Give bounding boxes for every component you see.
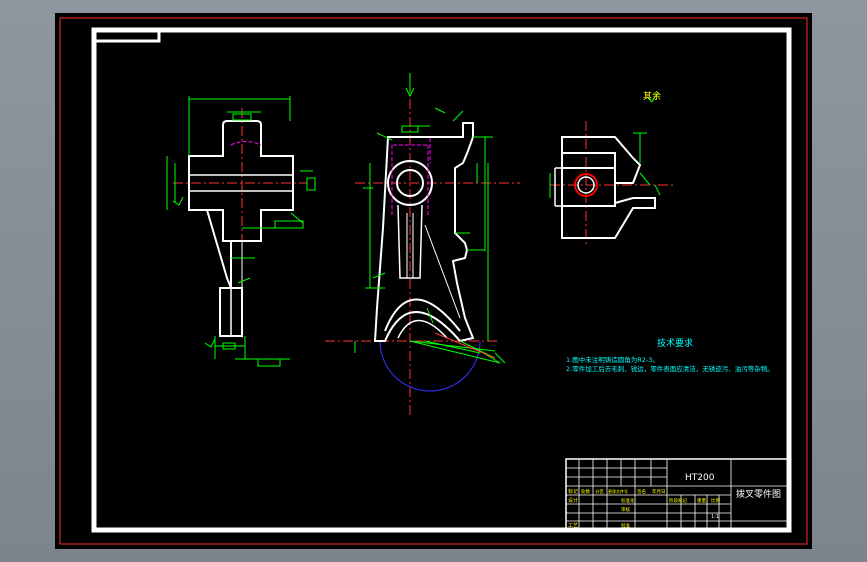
mid-label-standard: 标准化: [621, 497, 635, 504]
drawing-canvas: 其余 技术要求 1.图中未注明铸造圆角为R2-3。 2.零件加工后去毛刺、锐边，…: [55, 13, 812, 549]
roughness-note: 其余: [643, 90, 661, 102]
outer-border: [59, 17, 808, 545]
tech-requirements-title: 技术要求: [657, 337, 693, 349]
header-date: 年月日: [652, 488, 666, 495]
drawing-frame: [91, 27, 792, 533]
row-label-design: 设计: [568, 497, 578, 504]
material-label: HT200: [685, 473, 715, 483]
mid-label-review: 审核: [621, 506, 630, 513]
weight-label: 重量: [697, 497, 706, 504]
scale-label: 1:1: [711, 514, 719, 520]
header-change-doc: 更改文件号: [608, 488, 628, 494]
row-label-mark: 标记: [568, 488, 578, 495]
cad-drawing: 其余 技术要求 1.图中未注明铸造圆角为R2-3。 2.零件加工后去毛刺、锐边，…: [59, 17, 808, 545]
top-view: [549, 91, 675, 245]
corner-code-box: [92, 28, 161, 43]
part-name-label: 拨叉零件图: [736, 488, 781, 500]
stage-label: 阶段标记: [669, 497, 687, 504]
tech-note-1: 1.图中未注明铸造圆角为R2-3。: [566, 355, 659, 364]
tech-note-2: 2.零件加工后去毛刺、锐边，零件表面应清洁，无锈迹污、油污等杂物。: [566, 364, 774, 373]
header-sign: 签名: [637, 488, 646, 495]
mid-label-approve: 批准: [621, 522, 630, 529]
side-view: [166, 96, 316, 367]
row-label-process: 工艺: [568, 523, 578, 529]
front-view: [325, 73, 520, 418]
ratio-label: 比例: [711, 497, 720, 504]
header-count: 处数: [581, 488, 590, 495]
title-block: HT200 拨叉零件图 1:1 标记 设计 工艺 处数 分区 更改文件号 签名 …: [565, 458, 790, 531]
header-zone: 分区: [595, 488, 604, 495]
